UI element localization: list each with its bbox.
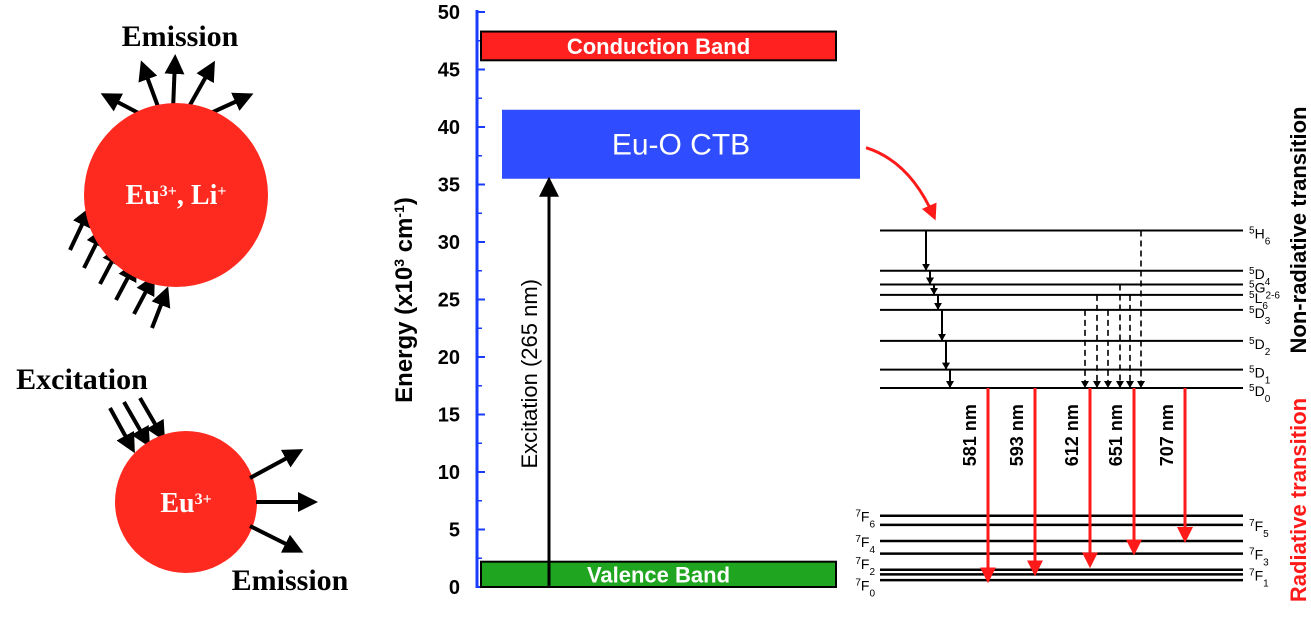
level-label-5D3: 5D3 [1249, 304, 1271, 326]
axis-tick-label: 20 [438, 347, 460, 369]
lower-level-label: 7F2 [855, 555, 875, 577]
conduction-band [480, 30, 837, 62]
level-label-5G2-6: 5G2-6 [1249, 279, 1280, 301]
axis-ylabel: Energy (x103 cm-1) [391, 197, 418, 403]
emission-top-label: Emission [122, 20, 239, 53]
eu-li-sphere-label: Eu3+, Li+ [126, 180, 227, 211]
radiative-wavelength-label: 581 nm [960, 404, 980, 466]
lower-level-label: 7F6 [855, 508, 875, 530]
eu-sphere [115, 431, 257, 573]
axis-tick-label: 15 [438, 405, 460, 427]
level-label-5H6: 5H6 [1249, 225, 1271, 247]
axis-tick-label: 5 [449, 520, 460, 542]
valence-band-label: Valence Band [587, 562, 730, 587]
lower-level-label: 7F0 [855, 577, 875, 599]
non-radiative-arrows [922, 230, 1145, 389]
lower-level-label: 7F5 [1249, 517, 1269, 539]
axis-ticks: 0 5 10 15 20 25 30 35 40 45 50 [438, 2, 485, 599]
lower-level-label: 7F4 [855, 534, 875, 556]
lower-level-label: 7F1 [1249, 567, 1269, 589]
sphere-panel: Emission Eu3+, Li+ Excitation [16, 20, 348, 597]
axis-tick-label: 0 [449, 577, 460, 599]
level-label-5D1: 5D1 [1249, 364, 1271, 386]
lower-level-label: 7F3 [1249, 546, 1269, 568]
emission-bottom-label: Emission [232, 564, 349, 597]
axis-tick-label: 25 [438, 290, 460, 312]
ctb-relaxation-arrow [865, 146, 937, 221]
conduction-band-label: Conduction Band [567, 34, 750, 59]
radiative-arrows: 581 nm 593 nm 612 nm 651 nm 707 nm [960, 388, 1193, 584]
emission-arrows-bottom [249, 449, 318, 553]
excitation-label: Excitation [16, 363, 148, 396]
axis-tick-label: 35 [438, 175, 460, 197]
eu-sphere-label: Eu3+ [160, 488, 211, 519]
level-label-5D4: 5D4 [1249, 265, 1271, 287]
level-label-5D0: 5D0 [1249, 383, 1271, 405]
radiative-label: Radiative transition [1286, 398, 1311, 602]
axis-tick-label: 45 [438, 60, 460, 82]
radiative-wavelength-label: 651 nm [1106, 404, 1126, 466]
level-label-5L6: 5L6 [1249, 289, 1268, 311]
radiative-wavelength-label: 612 nm [1062, 404, 1082, 466]
valence-band [480, 560, 837, 589]
radiative-wavelength-label: 707 nm [1157, 404, 1177, 466]
eu-li-sphere [84, 103, 268, 287]
excitation-arrow-label: Excitation (265 nm) [517, 279, 542, 469]
eu-o-ctb-band [502, 109, 860, 179]
eu-o-ctb-label: Eu-O CTB [612, 128, 750, 161]
excitation-arrows-bottom [108, 396, 166, 454]
energy-axis: 0 5 10 15 20 25 30 35 40 45 50 Energy (x103 cm-1) [391, 2, 485, 599]
radiative-wavelength-label: 593 nm [1007, 404, 1027, 466]
axis-tick-label: 40 [438, 117, 460, 139]
axis-tick-label: 30 [438, 232, 460, 254]
axis-tick-label: 50 [438, 2, 460, 24]
level-label-5D2: 5D2 [1249, 335, 1271, 357]
axis-tick-label: 10 [438, 462, 460, 484]
non-radiative-label: Non-radiative transition [1286, 107, 1311, 354]
